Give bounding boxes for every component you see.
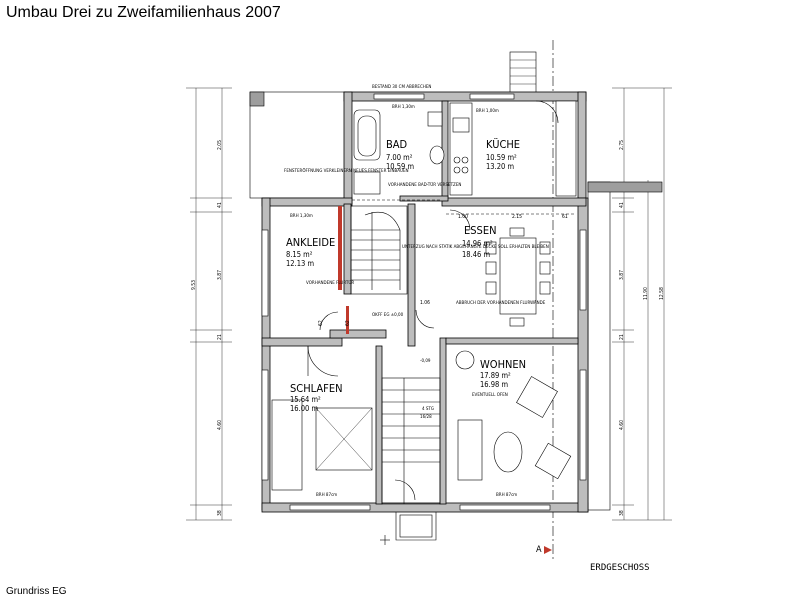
kueche-brh: BRH 1,00m xyxy=(476,108,499,114)
dim-left-2: 41 xyxy=(217,202,223,208)
dim-inner-1: 1.00 xyxy=(458,214,468,220)
bed xyxy=(271,399,373,491)
dim-inner-2: 2.15 xyxy=(512,214,522,220)
dim-right-4: 21 xyxy=(619,334,625,340)
staircase-upper xyxy=(350,205,408,295)
page-title: Umbau Drei zu Zweifamilienhaus 2007 xyxy=(6,4,281,21)
note-stairs2: 16/28 xyxy=(420,414,432,420)
essen-area: 14.96 m² xyxy=(462,239,493,248)
ankleide-brh: BRH 1,30m xyxy=(290,213,313,219)
staircase-lower xyxy=(381,377,441,541)
windows xyxy=(261,93,587,511)
dim-left-total: 9.53 xyxy=(191,280,197,290)
schlafen-area: 15.64 m² xyxy=(290,395,321,404)
note-unterzug: UNTERZUG NACH STATIK ABGEHÄNGTE DECKE SO… xyxy=(402,243,549,250)
schlafen-name: SCHLAFEN xyxy=(290,382,343,395)
dim-right-2: 41 xyxy=(619,202,625,208)
dim-right-6: 38 xyxy=(619,510,625,516)
dim-misc-2: 62 xyxy=(345,320,351,326)
wohnen-brh: BRH 87cm xyxy=(496,492,517,498)
section-marker-label: A xyxy=(536,545,542,555)
note-eventuell: EVENTUELL OFEN xyxy=(472,392,508,398)
kueche-area: 10.59 m² xyxy=(486,153,517,162)
note-stairs: 4 STG xyxy=(422,406,434,412)
kueche-perimeter: 13.20 m xyxy=(486,162,514,171)
dim-left-5: 4.60 xyxy=(217,420,223,430)
dim-right-3: 3.87 xyxy=(619,270,625,280)
floor-label: ERDGESCHOSS xyxy=(590,563,650,573)
dim-left-6: 38 xyxy=(217,510,223,516)
ankleide-perimeter: 12.13 m xyxy=(286,259,314,268)
kitchen-fixtures xyxy=(449,100,559,196)
dim-left-4: 21 xyxy=(217,334,223,340)
note-badtuer: VORHANDENE BAD-TÜR VERSETZEN xyxy=(388,181,461,188)
bad-name: BAD xyxy=(386,138,408,151)
essen-name: ESSEN xyxy=(464,224,496,237)
new-wall-red xyxy=(338,206,342,290)
note-fenster: FENSTERÖFFNUNG VERKLEINERN NEUES FENSTER… xyxy=(284,167,409,174)
kueche-name: KÜCHE xyxy=(486,138,520,151)
dim-misc-1: 62 xyxy=(318,320,324,326)
bad-brh: BRH 1,30m xyxy=(392,104,415,110)
dim-right-5: 4.60 xyxy=(619,420,625,430)
bath-fixtures xyxy=(353,109,445,195)
new-wall-red-2 xyxy=(346,306,349,334)
schlafen-perimeter: 16.00 m xyxy=(290,404,318,413)
room-labels: BRH 1,30m BAD 7.00 m² 10.59 m BRH 1,00m … xyxy=(286,104,526,498)
note-level: -0,09 xyxy=(420,358,431,364)
dining-table xyxy=(485,227,551,327)
dim-left-3: 3.87 xyxy=(217,270,223,280)
note-bestand: BESTAND 30 CM ABBRECHEN xyxy=(372,84,431,90)
note-okff: OKFF EG ±0,00 xyxy=(372,312,404,318)
dimension-lines-right: 2.75 41 3.87 21 4.60 38 11.90 12.58 xyxy=(612,87,672,521)
dim-left-1: 2.05 xyxy=(217,140,223,150)
note-abbruch: ABBRUCH DER VORHANDENEN FLURWÄNDE xyxy=(456,299,546,306)
ankleide-area: 8.15 m² xyxy=(286,250,313,259)
dim-right-total: 12.58 xyxy=(659,287,665,300)
caption: Grundriss EG xyxy=(6,586,67,597)
bad-area: 7.00 m² xyxy=(386,153,413,162)
wohnen-name: WOHNEN xyxy=(480,358,526,371)
note-flurtuer: VORHANDENE FLURTÜR xyxy=(306,279,354,286)
ankleide-name: ANKLEIDE xyxy=(286,236,335,249)
dim-misc-3: 1.06 xyxy=(420,300,430,306)
living-furniture xyxy=(455,350,572,481)
schlafen-brh: BRH 87cm xyxy=(316,492,337,498)
section-marker: A xyxy=(536,545,552,555)
dim-inner-3: 61 xyxy=(562,214,568,220)
bad-perimeter: 10.59 m xyxy=(386,162,414,171)
essen-perimeter: 18.46 m xyxy=(462,250,490,259)
doors xyxy=(307,209,471,501)
annotations: BESTAND 30 CM ABBRECHEN FENSTERÖFFNUNG V… xyxy=(284,84,568,420)
wohnen-area: 17.89 m² xyxy=(480,371,511,380)
dim-right-sub: 11.90 xyxy=(643,287,649,300)
dim-right-1: 2.75 xyxy=(619,140,625,150)
level-marker xyxy=(380,535,390,545)
dimension-lines-left: 2.05 41 3.87 21 4.60 38 9.53 xyxy=(186,87,232,521)
wohnen-perimeter: 16.98 m xyxy=(480,380,508,389)
